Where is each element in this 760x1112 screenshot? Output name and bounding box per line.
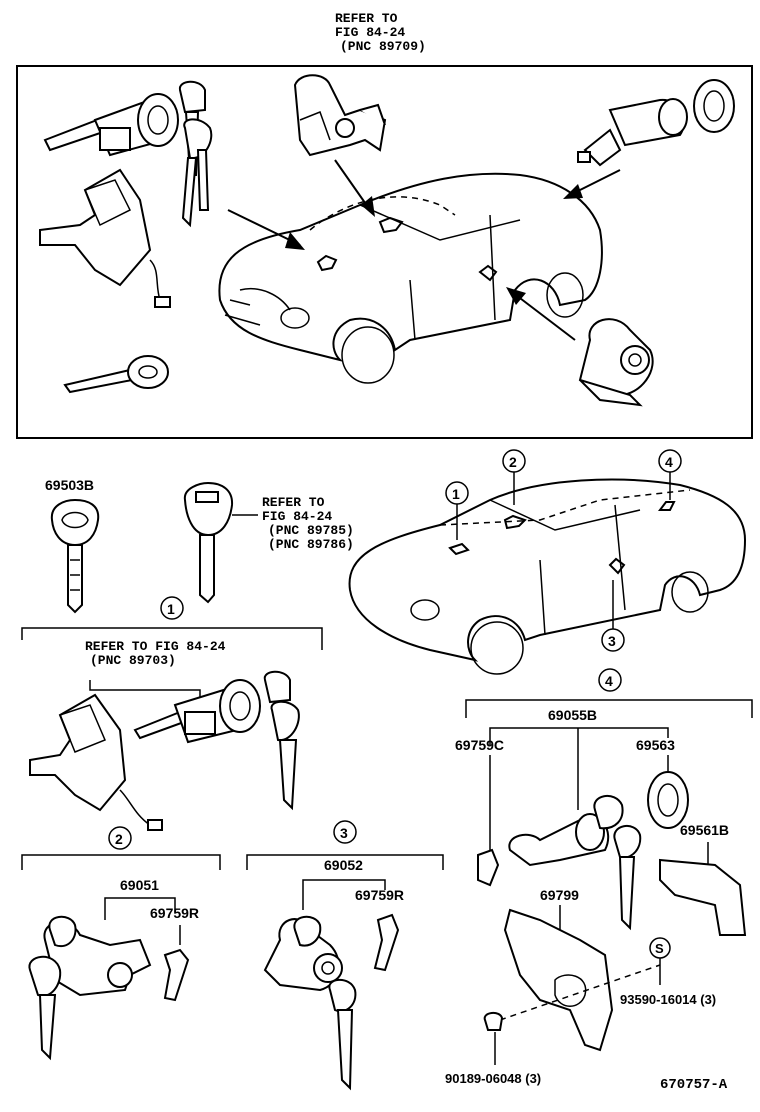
- part-69561B: 69561B: [680, 822, 729, 838]
- svg-text:1: 1: [167, 601, 175, 617]
- callout-1-car: 1: [445, 481, 469, 540]
- svg-text:4: 4: [665, 454, 673, 470]
- part-69563: 69563: [636, 737, 675, 753]
- callout-3-car: 3: [601, 580, 625, 652]
- steering-lock-bracket-illustration: [39, 168, 171, 308]
- svg-text:3: 3: [608, 633, 616, 649]
- svg-text:3: 3: [340, 825, 348, 841]
- part-93590-16014: 93590-16014 (3): [620, 992, 716, 1007]
- group-2-leader: [104, 897, 176, 920]
- callout-2-car: 2: [502, 449, 526, 505]
- s-mark-circle: S: [649, 937, 671, 985]
- key-illustration-top: [63, 355, 169, 394]
- trunk-lock-group4-illustration: [477, 771, 747, 936]
- top-ref-line1: REFER TO: [335, 11, 398, 26]
- part-69052: 69052: [324, 857, 363, 873]
- group-1-bracket: [21, 627, 323, 650]
- door-cylinder-top-illustration: [578, 318, 654, 407]
- svg-text:4: 4: [605, 673, 613, 689]
- key-ref-line1: REFER TO: [262, 495, 325, 510]
- ignition-lock-group1-illustration: [29, 670, 300, 831]
- overview-box: [16, 65, 753, 439]
- group1-ref-line2: (PNC 89703): [90, 653, 176, 668]
- door-lock-top-illustration: [293, 74, 387, 157]
- part-69051: 69051: [120, 877, 159, 893]
- location-car: [348, 478, 747, 675]
- hinge-bracket-illustration: [483, 908, 661, 1052]
- group-4-leader: [489, 727, 669, 745]
- callout-4-car: 4: [658, 449, 682, 500]
- callout-3-group: 3: [333, 820, 357, 844]
- group-4-bracket: [465, 699, 753, 718]
- key-69503B-illustration: [50, 498, 100, 614]
- key-ref-line3: (PNC 89785): [268, 523, 354, 538]
- top-ref-line3: (PNC 89709): [340, 39, 426, 54]
- key-ref-line4: (PNC 89786): [268, 537, 354, 552]
- key-ref-illustration: [183, 481, 258, 604]
- part-69759C: 69759C: [455, 737, 504, 753]
- door-cylinder-group2-illustration: [28, 915, 190, 1061]
- key-ref-line2: FIG 84-24: [262, 509, 332, 524]
- group-2-bracket: [21, 854, 221, 870]
- svg-text:1: 1: [452, 486, 460, 502]
- svg-text:S: S: [655, 941, 664, 956]
- part-69759R-b: 69759R: [355, 887, 404, 903]
- part-69799: 69799: [540, 887, 579, 903]
- callout-2-group: 2: [108, 826, 132, 850]
- group-3-bracket: [246, 854, 444, 870]
- ignition-cylinder-illustration: [43, 80, 213, 228]
- trunk-lock-top-illustration: [577, 79, 735, 167]
- part-69759R-a: 69759R: [150, 905, 199, 921]
- callout-1-group: 1: [160, 596, 184, 620]
- group1-ref-line1: REFER TO FIG 84-24: [85, 639, 226, 654]
- callout-4-group: 4: [598, 668, 622, 692]
- svg-text:2: 2: [115, 831, 123, 847]
- figure-id: 670757-A: [660, 1077, 728, 1093]
- part-69503B: 69503B: [45, 477, 94, 493]
- overview-car: [218, 172, 603, 384]
- top-ref-line2: FIG 84-24: [335, 25, 405, 40]
- svg-text:2: 2: [509, 454, 517, 470]
- group-3-leader: [302, 879, 386, 910]
- overview-arrows: [227, 159, 621, 341]
- door-cylinder-group3-illustration: [263, 913, 400, 1091]
- part-90189-06048: 90189-06048 (3): [445, 1071, 541, 1086]
- group-1-leader: [89, 680, 201, 705]
- part-69055B: 69055B: [548, 707, 597, 723]
